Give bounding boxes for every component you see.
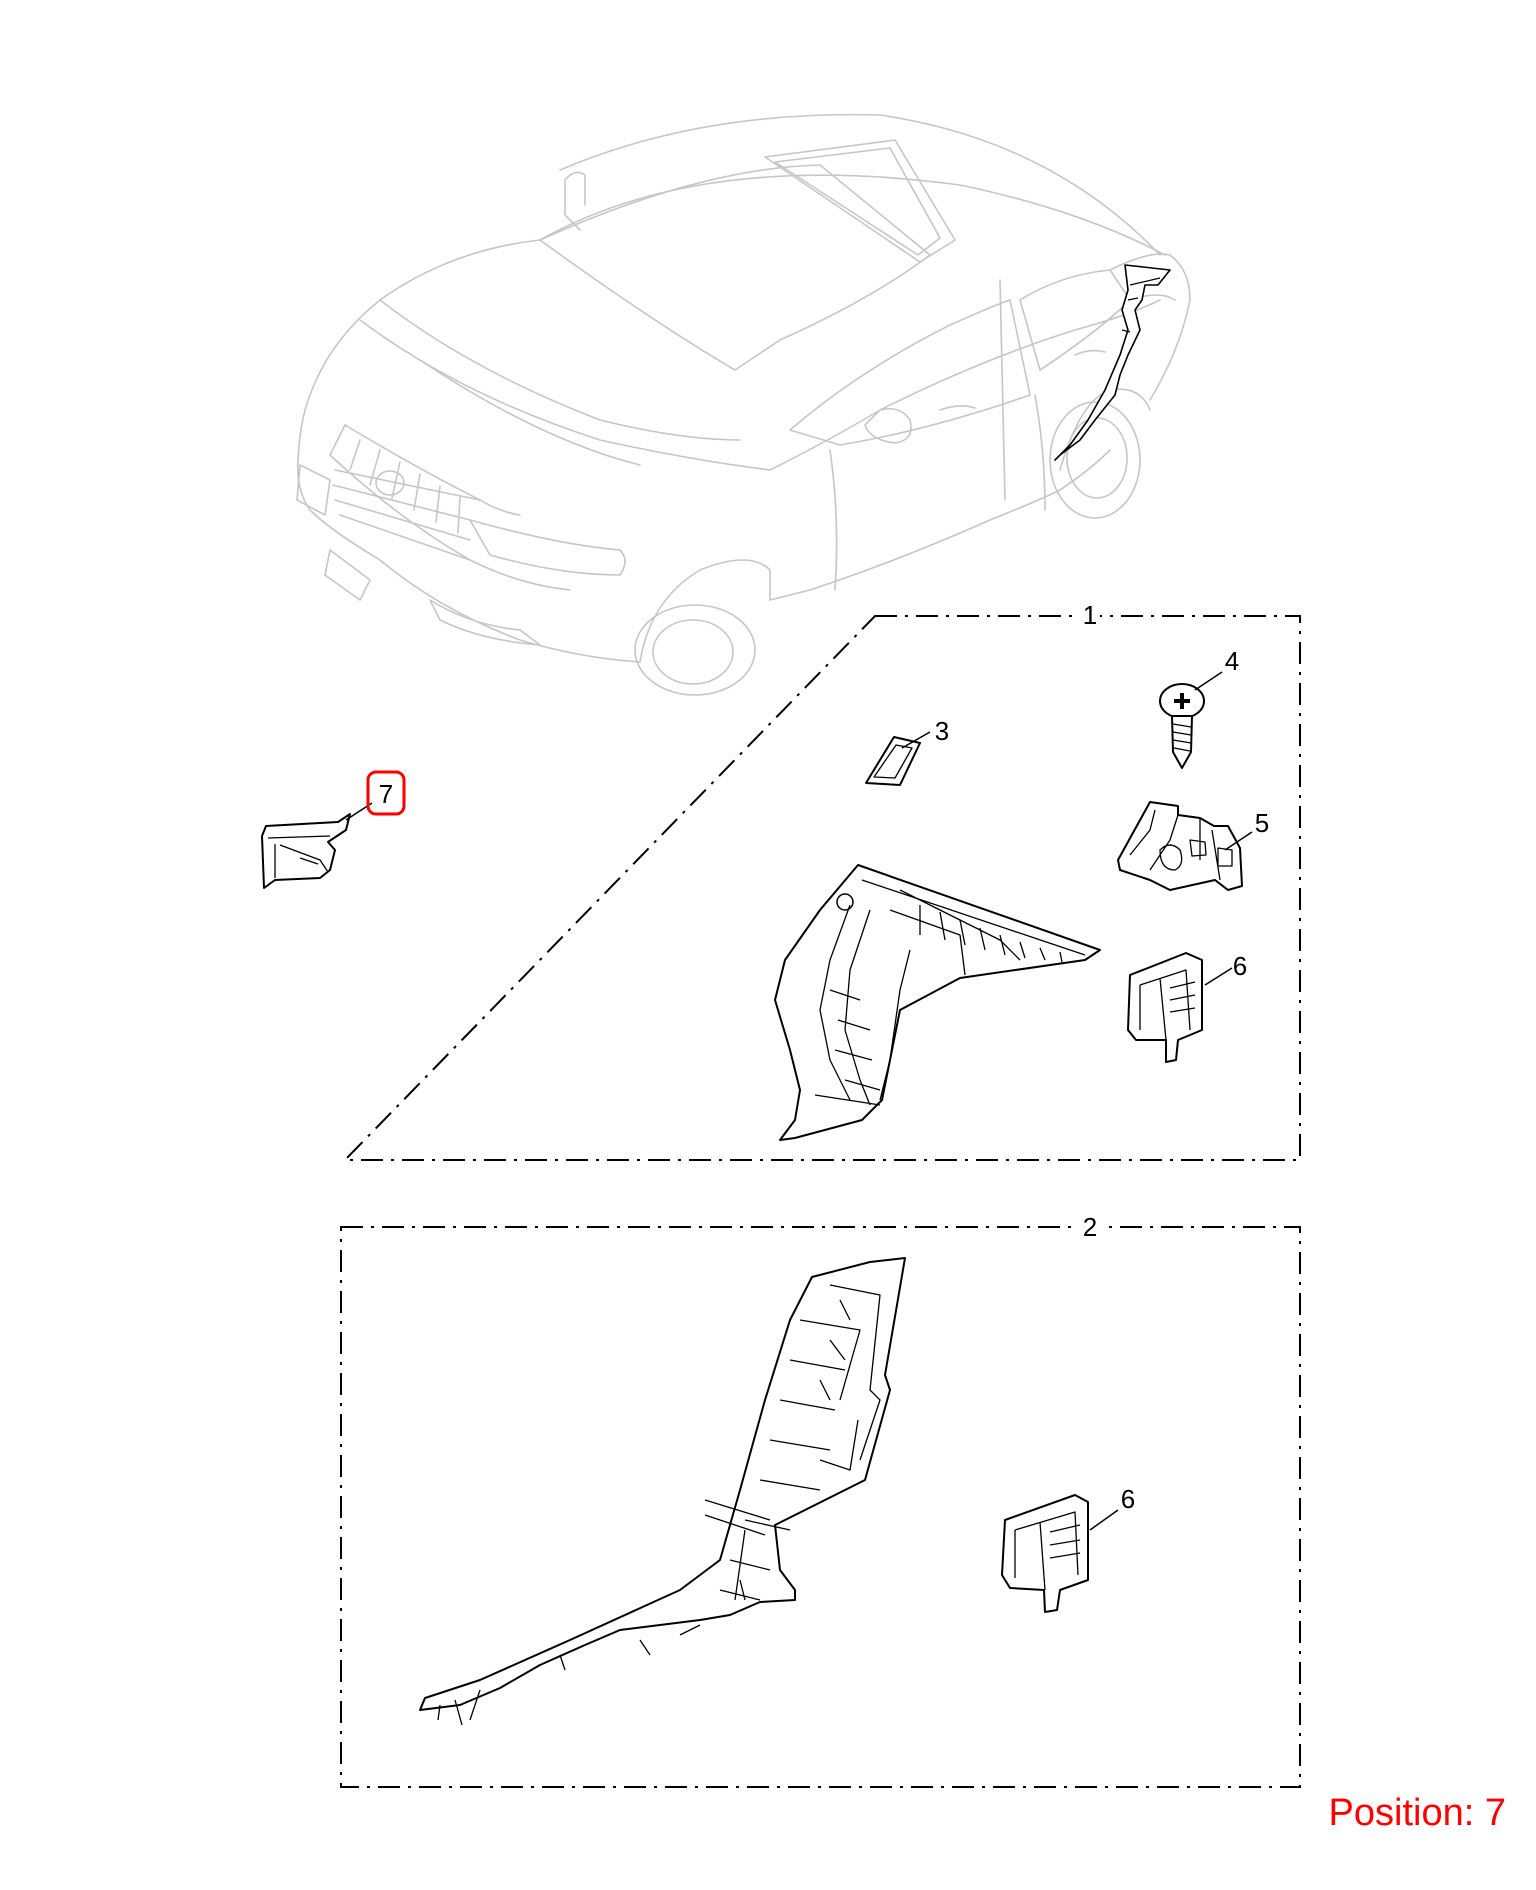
callout-2[interactable]: 2 — [1083, 1212, 1097, 1242]
vehicle-outline-illustration — [296, 113, 1191, 696]
part-2-lower-pillar-trim[interactable] — [419, 1257, 906, 1726]
callout-7[interactable]: 7 — [379, 779, 393, 809]
vehicle-c-pillar-location-marker — [1054, 264, 1171, 461]
assembly-frame-1: 1 — [342, 600, 1301, 1161]
part-4-screw[interactable] — [1159, 671, 1223, 769]
part-7-clip[interactable] — [261, 802, 373, 889]
callout-1[interactable]: 1 — [1083, 600, 1097, 630]
part-1-upper-trim-panel[interactable] — [774, 864, 1101, 1141]
position-label: Position: 7 — [1328, 1792, 1506, 1834]
callout-6-lower[interactable]: 6 — [1121, 1484, 1135, 1514]
callout-7-highlight-box — [366, 770, 406, 816]
callout-5[interactable]: 5 — [1255, 808, 1269, 838]
callout-6-upper[interactable]: 6 — [1233, 951, 1247, 981]
assembly-frame-2: 2 — [340, 1212, 1301, 1788]
callout-3[interactable]: 3 — [935, 716, 949, 746]
part-6-clip-lower[interactable] — [1001, 1494, 1119, 1613]
part-5-bracket[interactable] — [1117, 801, 1253, 891]
part-6-clip-upper[interactable] — [1127, 952, 1233, 1063]
part-3-pad[interactable] — [865, 731, 931, 786]
callout-4[interactable]: 4 — [1225, 646, 1239, 676]
